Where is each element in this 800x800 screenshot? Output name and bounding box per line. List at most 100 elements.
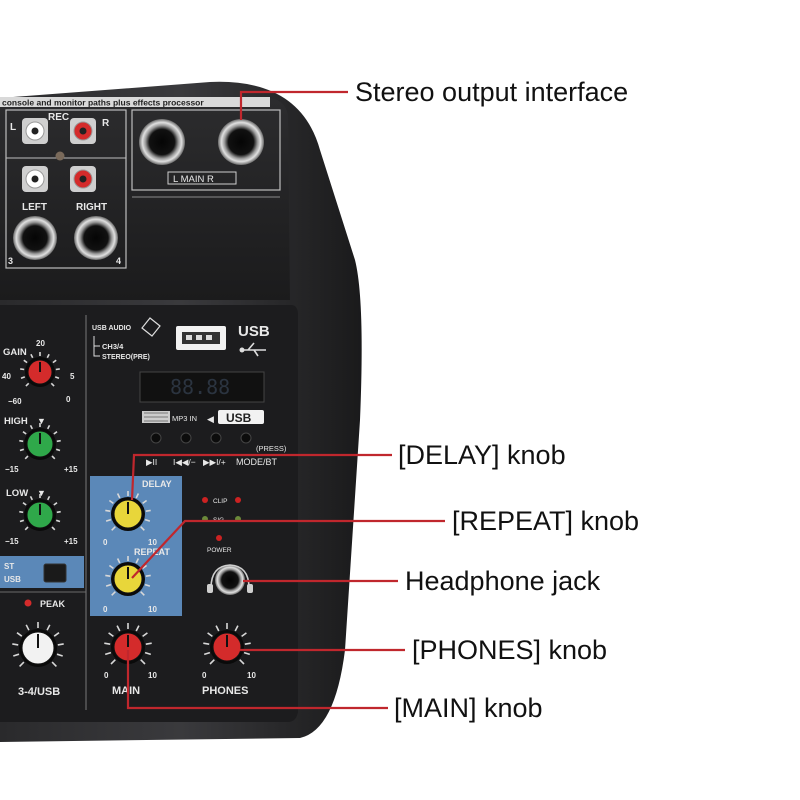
- delay-scale-min: 0: [103, 538, 108, 547]
- leader-delay: [130, 453, 392, 501]
- gain-scale-left: 40: [2, 372, 11, 381]
- transport-label-prev: I◀◀/−: [173, 457, 196, 467]
- next-button[interactable]: [210, 432, 222, 444]
- high-eq-knob[interactable]: [19, 423, 61, 460]
- callout-repeat-knob: [REPEAT] knob: [452, 506, 640, 536]
- rec-section-box: [5, 109, 127, 269]
- low-center-marker: ▼: [37, 488, 46, 498]
- source-switch-panel: [0, 556, 84, 588]
- rec-label: REC: [48, 112, 69, 123]
- repeat-scale-min: 0: [103, 605, 108, 614]
- transport-label-play: ▶II: [146, 457, 157, 467]
- transport-label-next: ▶▶I/+: [203, 457, 226, 467]
- main-scale-min: 0: [104, 671, 109, 680]
- left-rca-jack[interactable]: [22, 166, 48, 192]
- callout-headphone-jack: Headphone jack: [405, 566, 601, 596]
- right-rca-jack[interactable]: [70, 166, 96, 192]
- main-out-box: [131, 109, 281, 191]
- leader-main: [126, 650, 388, 710]
- callout-main-knob: [MAIN] knob: [394, 693, 543, 723]
- low-scale-min: −15: [5, 537, 19, 546]
- display-text: 88.88: [170, 375, 230, 399]
- callout-stereo-output: Stereo output interface: [355, 77, 629, 107]
- gain-label: GAIN: [3, 347, 27, 358]
- usb-switch-label: USB: [4, 575, 21, 584]
- usb-port[interactable]: [176, 326, 226, 350]
- press-label: (PRESS): [256, 444, 287, 453]
- headphone-jack[interactable]: [207, 564, 253, 595]
- delay-scale-max: 10: [148, 538, 157, 547]
- leader-stereo-output: [239, 90, 348, 120]
- main-out-left-jack[interactable]: [139, 119, 185, 165]
- leader-repeat: [131, 519, 445, 579]
- high-scale-min: −15: [5, 465, 19, 474]
- mp3-usb-indicator: [142, 411, 170, 423]
- gain-scale-top: 20: [36, 339, 45, 348]
- ch34-usb-level-knob[interactable]: [12, 622, 64, 667]
- clip-led-left: [202, 497, 208, 503]
- routing-bracket: [93, 336, 100, 357]
- gain-scale-right: 5: [70, 372, 75, 381]
- led-display: [139, 371, 265, 403]
- peak-led: [24, 599, 32, 607]
- ch34-label: CH3/4: [102, 342, 124, 351]
- phones-knob[interactable]: [203, 623, 251, 665]
- gain-scale-bottom-left: −60: [8, 397, 22, 406]
- usb-audio-label: USB AUDIO: [92, 325, 132, 332]
- ch4-number: 4: [116, 256, 121, 266]
- left-label: LEFT: [22, 202, 47, 213]
- delay-knob[interactable]: [105, 491, 151, 531]
- main-scale-max: 10: [148, 671, 157, 680]
- high-scale-max: +15: [64, 465, 78, 474]
- power-label: POWER: [207, 547, 232, 554]
- rec-left-letter: L: [10, 122, 16, 133]
- header-text: console and monitor paths plus effects p…: [2, 98, 204, 108]
- usb-badge: USB: [226, 411, 252, 425]
- callout-phones-knob: [PHONES] knob: [412, 635, 608, 665]
- main-out-label-box: [167, 171, 237, 185]
- right-label: RIGHT: [76, 202, 107, 213]
- high-center-marker: ▼: [37, 416, 46, 426]
- low-eq-knob[interactable]: [19, 494, 61, 531]
- low-label: LOW: [6, 488, 28, 499]
- repeat-knob[interactable]: [105, 556, 151, 596]
- main-out-label: L MAIN R: [173, 174, 214, 185]
- usb-label: USB: [238, 323, 270, 340]
- rec-right-rca-jack[interactable]: [70, 118, 96, 144]
- ch3-number: 3: [8, 256, 13, 266]
- main-out-right-jack[interactable]: [218, 119, 264, 165]
- usb-badge-box: [218, 410, 264, 424]
- st-label: ST: [4, 562, 14, 571]
- repeat-scale-max: 10: [148, 605, 157, 614]
- rear-panel: [0, 98, 290, 300]
- leader-lines: [126, 90, 445, 710]
- peak-label: PEAK: [40, 599, 66, 609]
- ch3-jack[interactable]: [13, 216, 57, 260]
- gain-scale-bottom-right: 0: [66, 395, 71, 404]
- callout-delay-knob: [DELAY] knob: [398, 440, 566, 470]
- transport-label-mode: MODE/BT: [236, 457, 278, 467]
- gain-knob[interactable]: [20, 352, 60, 387]
- ch4-jack[interactable]: [74, 216, 118, 260]
- clip-label: CLIP: [213, 498, 227, 505]
- phones-scale-max: 10: [247, 671, 256, 680]
- ch34-usb-label: 3-4/USB: [18, 686, 60, 698]
- low-scale-max: +15: [64, 537, 78, 546]
- play-pause-button[interactable]: [150, 432, 162, 444]
- rec-right-letter: R: [102, 118, 110, 129]
- indicator-arrow: ◀: [207, 414, 214, 424]
- stereo-pre-label: STEREO(PRE): [102, 354, 150, 361]
- header-strip: [0, 97, 270, 107]
- delay-label: DELAY: [142, 479, 172, 489]
- mode-bt-button[interactable]: [240, 432, 252, 444]
- mp3-in-label: MP3 IN: [172, 414, 197, 423]
- usb-icon: [239, 342, 266, 357]
- repeat-label: REPEAT: [134, 547, 170, 557]
- clip-led-right: [235, 497, 241, 503]
- main-label: MAIN: [112, 685, 140, 697]
- rec-left-rca-jack[interactable]: [22, 118, 48, 144]
- source-select-switch[interactable]: [43, 563, 67, 583]
- prev-button[interactable]: [180, 432, 192, 444]
